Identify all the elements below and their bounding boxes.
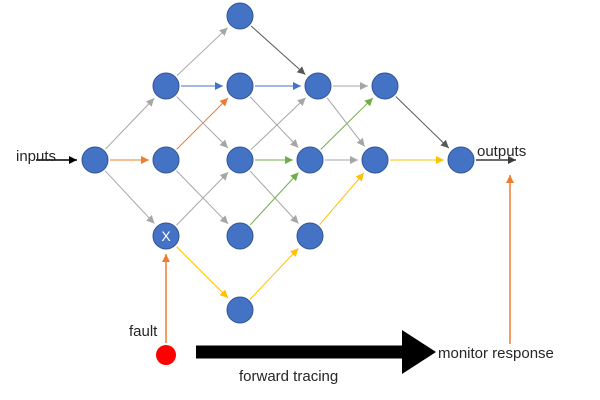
graph-edge-f-c [250,97,307,151]
graph-edge-k-j [249,248,299,300]
graph-edge-e-i [176,170,229,225]
graph-edge-b-g [249,96,299,148]
graph-node-in [81,146,109,174]
graph-node-d [371,72,399,100]
graph-node-out [447,146,475,174]
graph-node-f [226,146,254,174]
fault-label: fault [129,323,158,340]
graph-node-top [226,2,254,30]
graph-edge-j-h [319,172,365,225]
graph-edge-i-g [249,172,299,226]
graph-node-k [226,296,254,324]
monitor-response-label: monitor response [438,345,554,362]
graph-edge-in-a [105,97,155,150]
graph-edge-in-x [104,170,155,224]
graph-edge-x-f [176,171,229,226]
faulty-node-label: X [161,228,171,244]
outputs-label: outputs [477,143,527,160]
graph-node-h [361,146,389,174]
graph-node-a [152,72,180,100]
graph-edge-a-f [176,96,229,149]
fault-dot [156,345,176,365]
graph-node-g [296,146,324,174]
graph-node-j [296,222,324,250]
graph-node-e [152,146,180,174]
graph-edge-x-k [176,246,229,299]
graph-node-i [226,222,254,250]
graph-edge-e-b [176,97,229,150]
graph-edge-top-c [250,25,306,76]
graph-node-c [304,72,332,100]
inputs-label: inputs [16,148,57,165]
forward-tracing-arrow [196,330,436,374]
graph-edge-c-h [326,97,366,147]
graph-node-x [152,222,180,250]
graph-edge-a-top [176,27,228,77]
graph-edge-d-out [395,96,450,149]
forward-tracing-label: forward tracing [239,368,339,385]
graph-node-b [226,72,254,100]
graph-edge-f-j [249,170,299,224]
